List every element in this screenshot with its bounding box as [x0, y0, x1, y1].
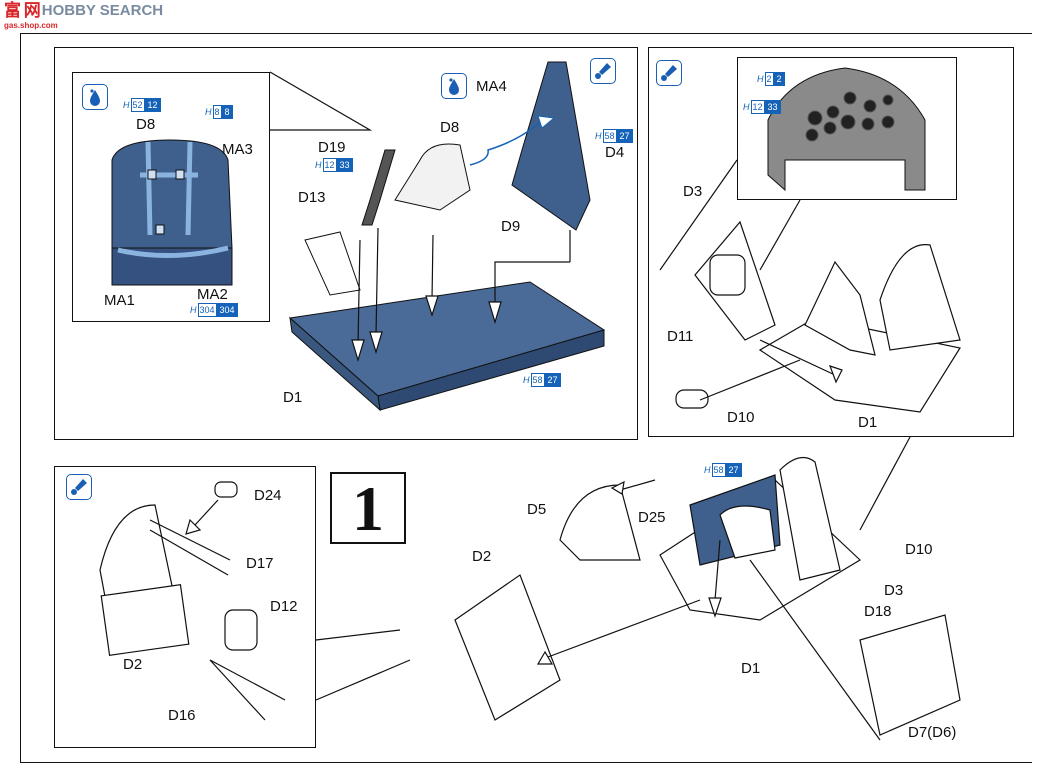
label-d1: D1: [741, 660, 761, 677]
paint-brush-badge: [66, 474, 92, 500]
bottom-left-panel: [54, 466, 316, 748]
paint-brush-icon: [595, 63, 611, 79]
label-d4: D4: [605, 144, 625, 161]
callout-leader: [269, 71, 373, 131]
label-d8: D8: [136, 116, 156, 133]
seat-with-harness: [111, 139, 233, 286]
label-d12: D12: [270, 598, 298, 615]
paint-drop-icon: [90, 89, 100, 106]
watermark-url: gas.shop.com: [4, 21, 58, 30]
label-d19: D19: [318, 139, 346, 156]
label-ma2: MA2: [197, 286, 228, 303]
label-d17: D17: [246, 555, 274, 572]
paint-brush-icon: [661, 65, 677, 81]
outer-frame: [20, 33, 1032, 763]
paint-brush-icon: [71, 479, 87, 495]
label-d3: D3: [683, 183, 703, 200]
watermark-cn: 富 网: [4, 1, 41, 20]
label-d2: D2: [472, 548, 492, 565]
watermark-en: HOBBY SEARCH: [41, 2, 164, 19]
bulkhead-d4: [511, 61, 591, 231]
callout-leader: [315, 659, 411, 701]
seat-d9: [394, 143, 471, 211]
label-d24: D24: [254, 487, 282, 504]
cockpit-frame: [675, 220, 961, 413]
part-d13: [304, 231, 361, 296]
paint-brush-badge: [656, 60, 682, 86]
label-d3: D3: [884, 582, 904, 599]
main-assembly: [454, 456, 961, 736]
paint-drop-icon: [449, 78, 459, 95]
label-d13: D13: [298, 189, 326, 206]
label-d25: D25: [638, 509, 666, 526]
watermark: 富 网 HOBBY SEARCH gas.shop.com: [4, 2, 163, 32]
label-d10: D10: [905, 541, 933, 558]
paint-drop-badge: [441, 73, 467, 99]
label-d16: D16: [168, 707, 196, 724]
label-d8: D8: [440, 119, 460, 136]
label-d18: D18: [864, 603, 892, 620]
label-d1: D1: [858, 414, 878, 431]
label-d9: D9: [501, 218, 521, 235]
paint-drop-badge: [82, 84, 108, 110]
floor-plate-d1: [288, 281, 606, 412]
label-d2: D2: [123, 656, 143, 673]
callout-leader: [759, 199, 801, 271]
label-ma3: MA3: [222, 141, 253, 158]
callout-leader: [859, 436, 911, 531]
paint-brush-badge: [590, 58, 616, 84]
step-number: 1: [330, 472, 406, 544]
label-d11: D11: [667, 328, 694, 345]
label-d7-d6: D7(D6): [908, 724, 957, 741]
label-d5: D5: [527, 501, 547, 518]
label-d1: D1: [283, 389, 303, 406]
bottom-left-parts: [99, 481, 286, 721]
seat-inset-panel: [72, 72, 270, 322]
top-right-panel: [648, 47, 1014, 437]
label-ma1: MA1: [104, 292, 135, 309]
label-d10: D10: [727, 409, 755, 426]
top-left-panel: [54, 47, 638, 440]
callout-leader: [659, 159, 738, 271]
instrument-inset-panel: [737, 57, 957, 200]
stick-d19: [361, 149, 396, 226]
label-ma4: MA4: [476, 78, 507, 95]
callout-leader: [315, 629, 401, 641]
